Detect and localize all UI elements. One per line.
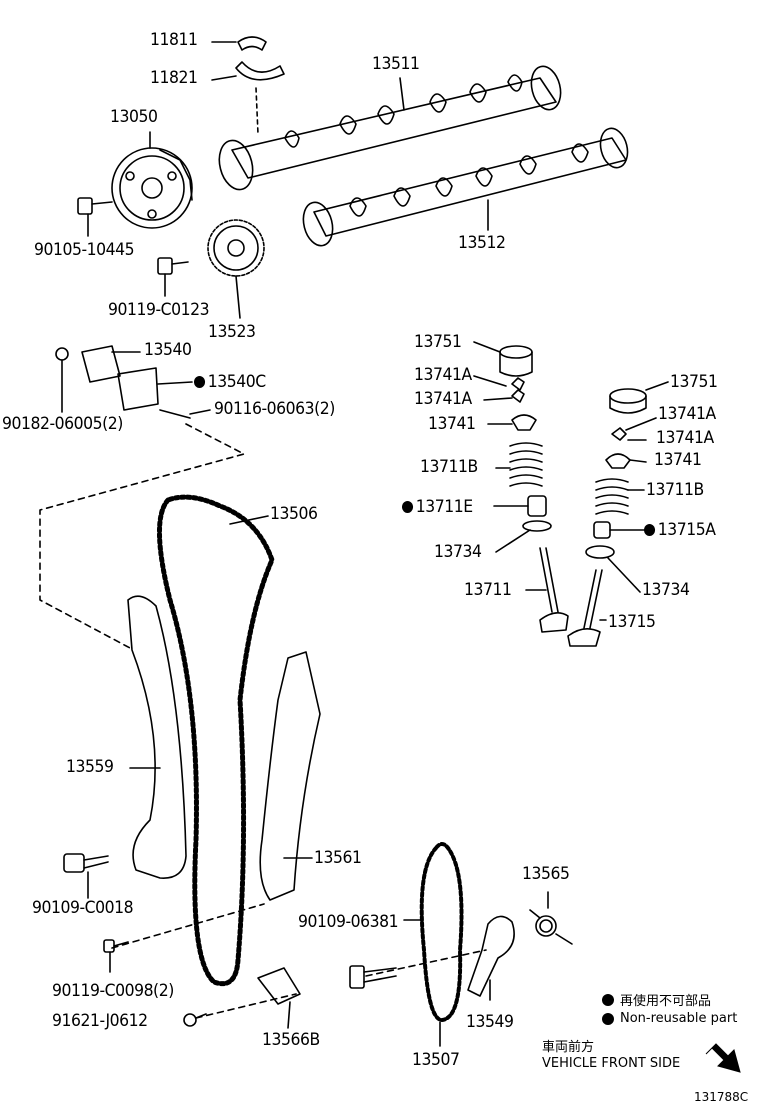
nut-90182 [55, 347, 69, 413]
label-13523: 13523 [208, 322, 256, 342]
bolt-90119-c0123 [157, 257, 189, 297]
intake-valve [525, 547, 569, 633]
chain-tensioner-slipper [127, 595, 187, 879]
label-90119-c0123: 90119-C0123 [108, 300, 210, 320]
exhaust-valve [567, 569, 607, 647]
label-90109-06381: 90109-06381 [298, 912, 399, 932]
label-90105-10445: 90105-10445 [34, 240, 135, 260]
label-13741-left: 13741 [428, 414, 476, 434]
label-13507: 13507 [412, 1050, 460, 1070]
label-13561: 13561 [314, 848, 362, 868]
camshaft-exhaust [302, 127, 629, 247]
oil-pump-chain [403, 842, 464, 1047]
label-13751-left: 13751 [414, 332, 462, 352]
label-13741a-right-1: 13741A [658, 404, 716, 424]
marker-dot-icon [602, 993, 614, 1006]
chain-tensioner-2 [257, 967, 301, 1029]
valve-seat-washer-left [522, 520, 552, 532]
legend-reuse-jp: 再使用不可部品 [602, 990, 711, 1009]
vehicle-front-arrow [705, 1043, 741, 1073]
label-90182-06005: 90182-06005(2) [2, 414, 123, 434]
valve-keeper-left [511, 377, 525, 403]
camshaft-bearing-upper [237, 36, 267, 51]
valve-retainer-right [605, 453, 631, 469]
valve-spring-right [595, 478, 629, 515]
label-13050: 13050 [110, 107, 158, 127]
label-90119-c0098: 90119-C0098(2) [52, 981, 174, 1001]
label-13741a-left-2: 13741A [414, 389, 472, 409]
label-13711e: 13711E [402, 497, 473, 517]
label-13741a-left-1: 13741A [414, 365, 472, 385]
timing-chain [156, 494, 275, 987]
legend-text-jp: 再使用不可部品 [620, 994, 712, 1009]
valve-seal-left [527, 495, 547, 517]
label-13540c: 13540C [194, 372, 266, 392]
vehicle-front-en: VEHICLE FRONT SIDE [542, 1056, 681, 1071]
cam-timing-gear [111, 147, 193, 229]
bolt-91621 [183, 1013, 207, 1027]
stud-bolt [159, 409, 211, 419]
label-13711: 13711 [464, 580, 512, 600]
tensioner-spring [529, 891, 573, 945]
label-13734-left: 13734 [434, 542, 482, 562]
label-13741-right: 13741 [654, 450, 702, 470]
chain-tensioner [81, 345, 141, 383]
camshaft-intake [218, 65, 562, 191]
valve-spring-left [509, 442, 543, 487]
label-13751-right: 13751 [670, 372, 718, 392]
label-13711b-right: 13711B [646, 480, 704, 500]
label-11811: 11811 [150, 30, 198, 50]
valve-retainer-left [511, 414, 537, 431]
valve-keeper-right [611, 417, 657, 441]
label-13741a-right-2: 13741A [656, 428, 714, 448]
label-11821: 11821 [150, 68, 198, 88]
label-13715a: 13715A [644, 520, 716, 540]
camshaft-bearing-lower [235, 61, 285, 81]
valve-seal-right [593, 521, 645, 539]
label-13565: 13565 [522, 864, 570, 884]
valve-seat-washer-right [585, 545, 641, 593]
label-13512: 13512 [458, 233, 506, 253]
label-13566b: 13566B [262, 1030, 320, 1050]
label-90109-c0018: 90109-C0018 [32, 898, 134, 918]
tensioner-arm [467, 915, 515, 1001]
tensioner-gasket [117, 367, 193, 411]
legend-reuse-en: Non-reusable part [602, 1011, 737, 1026]
bolt-90109-06381 [349, 965, 397, 989]
bolt-90109-c0018 [63, 853, 109, 899]
chain-vibration-damper [259, 651, 321, 901]
vehicle-front-jp: 車両前方 [542, 1040, 595, 1055]
label-13549: 13549 [466, 1012, 514, 1032]
label-90116-06063: 90116-06063(2) [214, 399, 335, 419]
bolt-90119-c0098 [103, 939, 129, 973]
diagram-code: 131788C [694, 1090, 749, 1104]
marker-dot-icon [602, 1012, 614, 1025]
label-13715: 13715 [608, 612, 656, 632]
label-13511: 13511 [372, 54, 420, 74]
camshaft-sprocket [207, 219, 265, 319]
label-13540: 13540 [144, 340, 192, 360]
valve-lifter-left [473, 341, 533, 377]
legend-text-en: Non-reusable part [620, 1011, 738, 1026]
label-13711b-left: 13711B [420, 457, 478, 477]
label-13559: 13559 [66, 757, 114, 777]
label-13734-right: 13734 [642, 580, 690, 600]
label-13506: 13506 [270, 504, 318, 524]
label-91621-j0612: 91621-J0612 [52, 1011, 148, 1031]
bolt-90105 [77, 197, 113, 237]
valve-lifter-right [609, 381, 669, 414]
